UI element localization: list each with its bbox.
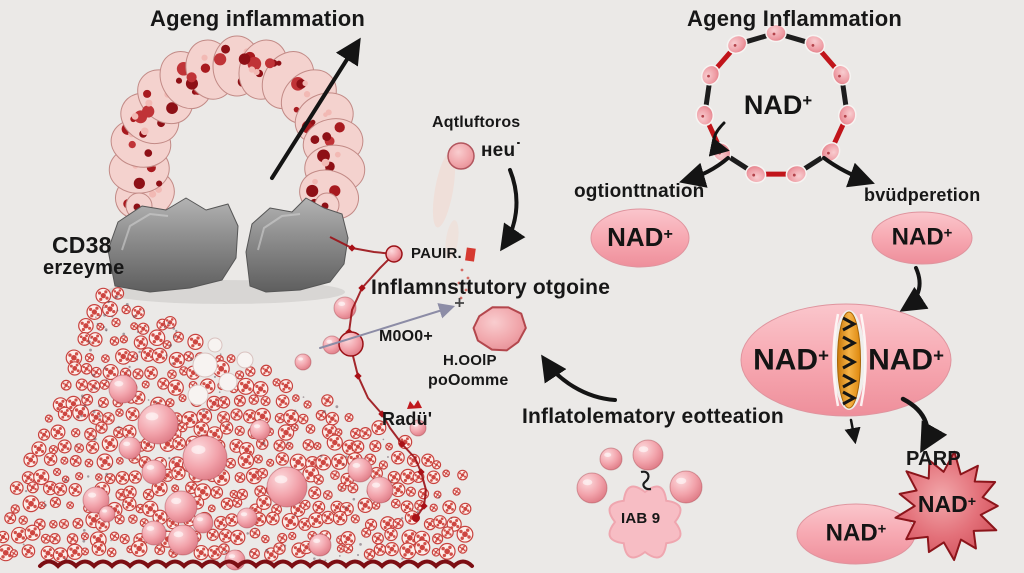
paris-label: PAUIR. [411,245,462,262]
inflamed-tissue-arch [108,35,366,234]
enzyme-label: erzeyme [43,257,125,279]
iab9-label: IAB 9 [621,510,661,527]
nad-burst-shape [894,450,999,562]
nad-bottom-label: NAD+ [825,519,887,547]
activators-label: Aqtluftoros [432,114,521,131]
heu-cell [447,142,475,170]
nad-split-right-label: NAD+ [868,343,944,377]
nad-ring-label: NAD+ [743,89,813,120]
nad-consumption-right-label: NAD+ [891,223,953,251]
left-title: Ageng inflammation [150,6,366,31]
bead-chain [329,236,428,522]
nad-split-left-label: NAD+ [753,343,829,377]
crown-mark [407,400,422,409]
left-branch-label: ogtionttnation [574,181,705,202]
rodu-label: Radü' [382,409,433,429]
nad-consumption-left-label: NAD+ [607,221,673,252]
right-title: Ageng Inflammation [687,6,903,31]
nad-moo-label: M0O0+ [379,328,433,345]
inflammatory-cytokine-label: Inflamnsttutory otgoine [371,276,611,299]
parp-label: PARP [906,448,961,470]
cd38-enzyme-shapes [105,197,349,304]
heu-label: ʜeu˙ [481,140,522,161]
cell-debris-pile [0,287,474,571]
nadome-cell [472,306,527,352]
nadp-label: H.OOlP [443,352,497,369]
inflammatory-activation-label: Inflatolematory eotteation [522,405,784,428]
plus-tick [455,298,464,307]
thin-gray-arrow [319,303,456,349]
red-square-mark [465,247,476,262]
faint-smudges [432,152,459,260]
cd38-label: CD38 [52,232,112,258]
right-branch-label: bvüdperetion [864,185,981,205]
inflammatory-vesicles [576,439,703,559]
nadome-label: poOomme [428,372,509,389]
nad-burst-label: NAD+ [917,490,977,517]
hook-mark [640,470,652,491]
flow-arrows [270,37,948,454]
middle-cells [447,142,527,352]
nad-ellipses [590,208,973,565]
pile-bottom-ruffle [38,559,474,569]
iab9-blob [608,485,682,559]
